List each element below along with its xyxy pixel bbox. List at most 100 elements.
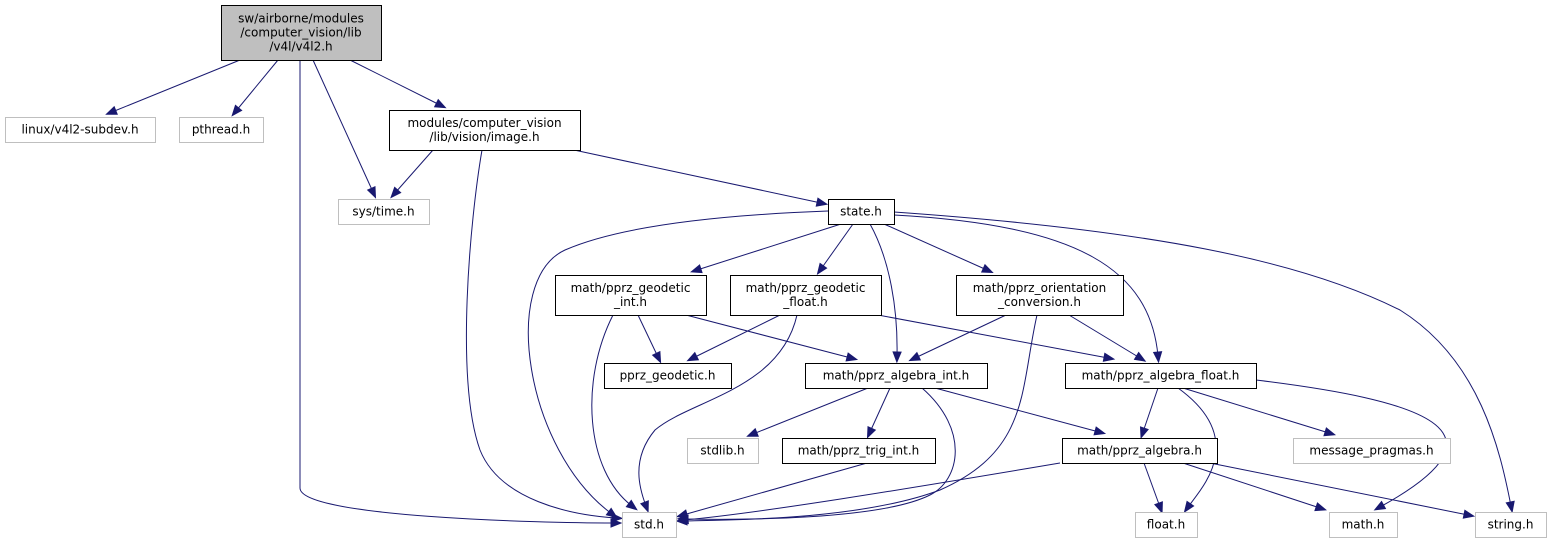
node-trigint[interactable]: math/pprz_trig_int.h xyxy=(782,438,936,464)
node-box xyxy=(687,438,759,464)
node-state[interactable]: state.h xyxy=(828,199,895,225)
node-box xyxy=(1293,438,1451,464)
node-label: _int.h xyxy=(613,295,647,309)
arrowhead-icon xyxy=(231,104,243,117)
node-box xyxy=(730,275,882,316)
edge-algfloat-to-math xyxy=(1255,379,1448,511)
edge-line xyxy=(869,223,898,357)
edge-orient-to-algfloat xyxy=(1068,314,1147,362)
edge-algebra-to-float xyxy=(1143,462,1163,514)
edge-line xyxy=(394,149,434,194)
node-label: _float.h xyxy=(782,295,827,309)
node-label: math/pprz_algebra_int.h xyxy=(823,369,970,383)
node-algebra[interactable]: math/pprz_algebra.h xyxy=(1062,438,1218,464)
node-geodetic[interactable]: pprz_geodetic.h xyxy=(604,363,732,389)
node-label: std.h xyxy=(634,518,664,532)
node-box xyxy=(1475,512,1547,538)
node-box xyxy=(622,512,677,538)
node-box xyxy=(221,5,382,61)
node-box xyxy=(782,438,936,464)
edge-state-to-string xyxy=(893,211,1515,514)
arrowhead-icon xyxy=(816,262,828,275)
node-label: pthread.h xyxy=(192,123,250,137)
edge-trigint-to-std xyxy=(675,462,868,519)
node-box xyxy=(956,275,1124,316)
edge-geoint-to-std xyxy=(591,314,638,511)
node-box xyxy=(179,117,264,143)
node-label: pprz_geodetic.h xyxy=(620,369,716,383)
edge-root-to-image xyxy=(349,59,447,109)
edge-line xyxy=(869,387,891,433)
edge-line xyxy=(1182,462,1321,509)
node-label: math/pprz_geodetic xyxy=(571,281,691,295)
edge-line xyxy=(637,314,659,358)
edge-line xyxy=(1143,462,1161,508)
edge-line xyxy=(1142,387,1159,433)
edge-line xyxy=(235,59,279,112)
node-label: string.h xyxy=(1488,518,1534,532)
node-box xyxy=(555,275,707,316)
node-stdlib: stdlib.h xyxy=(687,438,759,464)
edge-line xyxy=(692,314,781,359)
edge-line xyxy=(591,314,633,507)
node-label: message_pragmas.h xyxy=(1309,444,1433,458)
node-geoint[interactable]: math/pprz_geodetic_int.h xyxy=(555,275,707,316)
node-label: /lib/vision/image.h xyxy=(429,130,539,144)
arrowhead-icon xyxy=(1183,500,1195,514)
edge-line xyxy=(685,314,852,359)
edges-layer xyxy=(105,59,1515,528)
node-label: math.h xyxy=(1342,518,1385,532)
edge-line xyxy=(893,214,1159,357)
arrowhead-icon xyxy=(1462,509,1476,519)
node-label: /computer_vision/lib xyxy=(240,26,361,40)
arrowhead-icon xyxy=(892,351,902,364)
edge-line xyxy=(1209,462,1469,516)
node-box xyxy=(389,110,581,151)
arrowhead-icon xyxy=(390,186,402,199)
arrowhead-icon xyxy=(1093,426,1107,436)
edge-line xyxy=(893,211,1512,507)
edge-state-to-algfloat xyxy=(893,214,1163,364)
node-label: state.h xyxy=(840,205,882,219)
arrowhead-icon xyxy=(1139,426,1149,439)
edge-state-to-std xyxy=(527,210,829,519)
edge-image-to-state xyxy=(573,149,829,207)
node-algint[interactable]: math/pprz_algebra_int.h xyxy=(805,363,988,389)
edge-geofloat-to-geodetic xyxy=(686,314,781,362)
edge-line xyxy=(883,223,988,271)
edge-line xyxy=(683,462,1061,521)
arrowhead-icon xyxy=(605,507,618,519)
node-box xyxy=(828,199,895,225)
edge-line xyxy=(465,149,617,519)
edge-image-to-std xyxy=(465,149,624,523)
node-math: math.h xyxy=(1329,512,1398,538)
node-msgpragmas: message_pragmas.h xyxy=(1293,438,1451,464)
node-std: std.h xyxy=(622,512,677,538)
arrowhead-icon xyxy=(815,197,829,207)
edge-algebra-to-math xyxy=(1182,462,1327,512)
node-algfloat[interactable]: math/pprz_algebra_float.h xyxy=(1065,363,1257,389)
node-orient[interactable]: math/pprz_orientation_conversion.h xyxy=(956,275,1124,316)
edge-line xyxy=(683,387,956,520)
node-systime: sys/time.h xyxy=(338,199,430,225)
edge-orient-to-algint xyxy=(908,314,1007,362)
edge-line xyxy=(934,387,1100,433)
edge-line xyxy=(820,223,854,270)
edge-geoint-to-geodetic xyxy=(637,314,662,364)
arrowhead-icon xyxy=(1133,351,1147,362)
node-box xyxy=(604,363,732,389)
node-box xyxy=(338,199,430,225)
node-geofloat[interactable]: math/pprz_geodetic_float.h xyxy=(730,275,882,316)
edge-line xyxy=(573,149,822,204)
arrowhead-icon xyxy=(690,264,703,274)
edge-line xyxy=(682,314,1038,522)
edge-state-to-geofloat xyxy=(816,223,854,275)
node-root: sw/airborne/modules/computer_vision/lib/… xyxy=(221,5,382,61)
arrowhead-icon xyxy=(980,263,994,273)
edge-image-to-systime xyxy=(390,149,434,199)
arrowhead-icon xyxy=(686,351,700,362)
node-box xyxy=(5,117,156,143)
node-image[interactable]: modules/computer_vision/lib/vision/image… xyxy=(389,110,581,151)
node-pthread: pthread.h xyxy=(179,117,264,143)
arrowhead-icon xyxy=(746,427,759,437)
